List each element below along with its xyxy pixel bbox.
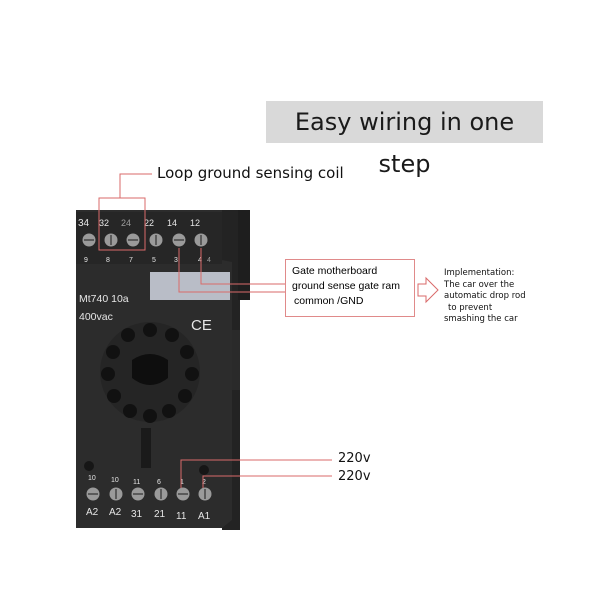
arrow-right-icon [417, 276, 439, 304]
socket-side-rib [238, 210, 250, 300]
impl-line-5: smashing the car [444, 314, 518, 324]
top-screws [82, 233, 208, 247]
voltage-leader-1 [180, 459, 332, 488]
top-pin-9: 9 [84, 257, 88, 264]
gate-leader-2 [200, 248, 285, 285]
bottom-pin-10a: 10 [88, 475, 96, 482]
bottom-pin-6: 6 [157, 479, 161, 486]
bottom-terminal-11: 11 [176, 511, 187, 522]
annotation-lines [98, 173, 332, 488]
model-line-1: Mt740 10a [79, 293, 129, 305]
gate-line-2: ground sense gate ram [292, 280, 400, 292]
coil-terminals-outline [98, 197, 146, 251]
bottom-terminal-31: 31 [131, 509, 143, 520]
coil-leader [119, 173, 152, 198]
gate-line-1: Gate motherboard [292, 265, 378, 277]
bottom-terminal-A1: A1 [198, 511, 211, 522]
impl-line-1: Implementation: [444, 268, 515, 278]
socket-pin-holes [101, 323, 199, 423]
bottom-screws [86, 487, 212, 501]
top-terminal-12: 12 [190, 218, 200, 228]
model-line-2: 400vac [79, 311, 113, 323]
ce-mark: CE [191, 317, 212, 334]
top-pin-5: 5 [152, 257, 156, 264]
top-pin-3: 3 [174, 257, 178, 264]
bottom-pin-10b: 10 [111, 477, 119, 484]
center-slot [141, 428, 151, 468]
bottom-pin-11: 11 [133, 479, 140, 486]
gate-motherboard-callout: Gate motherboard ground sense gate ram c… [285, 259, 415, 317]
left-hole [84, 461, 94, 471]
bottom-pin-1: 1 [180, 479, 184, 486]
implementation-note: Implementation: The car over the automat… [444, 268, 526, 326]
top-pin-4a: 4 [198, 257, 202, 264]
voltage-label-1: 220v [338, 451, 371, 466]
right-hole [199, 465, 209, 475]
gate-line-3: common /GND [294, 295, 364, 307]
bottom-terminal-A2b: A2 [109, 507, 122, 518]
impl-line-2: The car over the [444, 279, 515, 290]
gate-leader-1 [178, 248, 285, 293]
voltage-leader-2 [202, 475, 332, 488]
top-terminal-32: 32 [99, 218, 109, 228]
voltage-label-2: 220v [338, 469, 371, 484]
impl-line-3: automatic drop rod [444, 291, 526, 301]
impl-line-4: to prevent [448, 302, 493, 313]
top-terminal-22: 22 [144, 218, 154, 228]
headline-banner: Easy wiring in one step [266, 101, 543, 178]
top-pin-4b: 4 [207, 257, 211, 264]
bottom-terminal-A2a: A2 [86, 507, 99, 518]
top-terminal-34: 34 [78, 218, 90, 229]
label-sticker [150, 272, 230, 300]
coil-label: Loop ground sensing coil [157, 164, 344, 182]
top-pin-8: 8 [106, 257, 110, 264]
top-terminal-24: 24 [121, 218, 131, 228]
bottom-pin-2: 2 [202, 479, 206, 486]
top-terminal-14: 14 [167, 218, 177, 228]
socket-center-key [132, 354, 168, 385]
top-pin-7: 7 [129, 257, 133, 264]
bottom-terminal-21: 21 [154, 509, 166, 520]
